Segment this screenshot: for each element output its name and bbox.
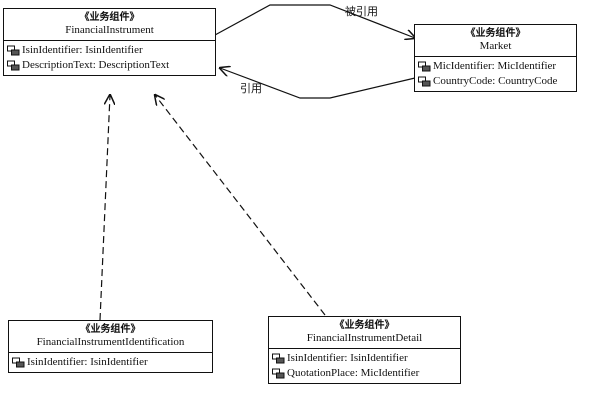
edge-identification-dependency	[99, 95, 110, 321]
attribute-icon	[12, 357, 25, 368]
attribute-list: IsinIdentifier: IsinIdentifier Descripti…	[4, 41, 215, 75]
attribute-row: IsinIdentifier: IsinIdentifier	[7, 43, 212, 58]
attribute-icon	[418, 61, 431, 72]
class-header: 《业务组件》 Market	[415, 25, 576, 57]
attribute-icon	[272, 368, 285, 379]
attribute-text: DescriptionText: DescriptionText	[22, 59, 170, 71]
edge-label-referenced: 被引用	[345, 5, 378, 18]
attribute-row: IsinIdentifier: IsinIdentifier	[12, 355, 209, 370]
edge-references	[220, 68, 416, 99]
attribute-list: IsinIdentifier: IsinIdentifier Quotation…	[269, 349, 460, 383]
attribute-row: MicIdentifier: MicIdentifier	[418, 59, 573, 74]
class-market[interactable]: 《业务组件》 Market MicIdentifier: MicIdentifi…	[414, 24, 577, 92]
attribute-row: CountryCode: CountryCode	[418, 74, 573, 89]
class-financial-instrument-identification[interactable]: 《业务组件》 FinancialInstrumentIdentification…	[8, 320, 213, 373]
class-header: 《业务组件》 FinancialInstrument	[4, 9, 215, 41]
stereotype-label: 《业务组件》	[79, 12, 140, 23]
class-header: 《业务组件》 FinancialInstrumentDetail	[269, 317, 460, 349]
edge-referenced	[214, 4, 415, 38]
class-financial-instrument-detail[interactable]: 《业务组件》 FinancialInstrumentDetail IsinIde…	[268, 316, 461, 384]
class-name: FinancialInstrument	[65, 24, 154, 36]
attribute-text: IsinIdentifier: IsinIdentifier	[287, 352, 408, 364]
attribute-text: IsinIdentifier: IsinIdentifier	[22, 44, 143, 56]
stereotype-label: 《业务组件》	[334, 320, 395, 331]
attribute-list: MicIdentifier: MicIdentifier CountryCode…	[415, 57, 576, 91]
class-name: FinancialInstrumentIdentification	[36, 336, 185, 348]
attribute-text: QuotationPlace: MicIdentifier	[287, 367, 420, 379]
edge-detail-dependency	[155, 95, 326, 316]
class-name: Market	[479, 40, 512, 52]
attribute-icon	[418, 76, 431, 87]
edge-label-references: 引用	[240, 82, 262, 95]
class-header: 《业务组件》 FinancialInstrumentIdentification	[9, 321, 212, 353]
stereotype-label: 《业务组件》	[80, 324, 141, 335]
attribute-row: QuotationPlace: MicIdentifier	[272, 366, 457, 381]
class-financial-instrument[interactable]: 《业务组件》 FinancialInstrument IsinIdentifie…	[3, 8, 216, 76]
attribute-text: CountryCode: CountryCode	[433, 75, 558, 87]
stereotype-label: 《业务组件》	[465, 28, 526, 39]
attribute-row: IsinIdentifier: IsinIdentifier	[272, 351, 457, 366]
class-name: FinancialInstrumentDetail	[306, 332, 423, 344]
attribute-text: IsinIdentifier: IsinIdentifier	[27, 356, 148, 368]
attribute-text: MicIdentifier: MicIdentifier	[433, 60, 557, 72]
attribute-icon	[272, 353, 285, 364]
attribute-icon	[7, 60, 20, 71]
attribute-row: DescriptionText: DescriptionText	[7, 58, 212, 73]
attribute-list: IsinIdentifier: IsinIdentifier	[9, 353, 212, 372]
attribute-icon	[7, 45, 20, 56]
